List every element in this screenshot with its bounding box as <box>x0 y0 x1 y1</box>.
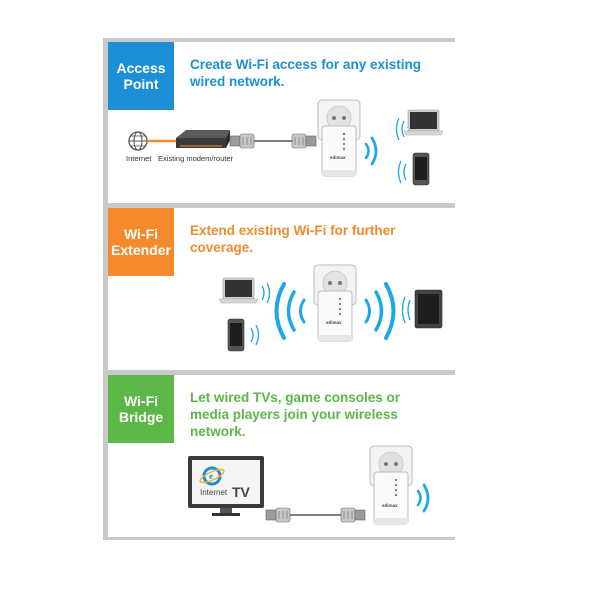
laptop-icon <box>395 109 444 141</box>
tv-label-internet: Internet <box>200 488 228 497</box>
access-point-badge: Access Point <box>108 42 174 110</box>
svg-text:e: e <box>209 471 213 481</box>
wifi-extender-headline: Extend existing Wi-Fi for further covera… <box>190 223 396 255</box>
device-brand: edimax <box>326 320 342 325</box>
ethernet-plug-icon <box>229 133 255 149</box>
modem-icon <box>176 130 230 148</box>
wifi-bridge-headline: Let wired TVs, game consoles or media pl… <box>190 390 401 439</box>
access-point-headline: Create Wi-Fi access for any existing wir… <box>190 57 421 89</box>
smartphone-icon <box>397 152 430 186</box>
wifi-bridge-panel: Wi-Fi Bridge Let wired TVs, game console… <box>108 375 458 537</box>
wifi-bridge-badge: Wi-Fi Bridge <box>108 375 174 443</box>
wifi-extender-icon <box>369 445 413 525</box>
wifi-signal-icon <box>364 136 378 166</box>
laptop-icon <box>218 277 271 304</box>
wifi-extender-icon <box>317 99 361 177</box>
access-point-illustration: edimax <box>128 99 444 186</box>
tv-label-tv: TV <box>232 484 251 500</box>
wifi-extender-badge: Wi-Fi Extender <box>108 208 174 276</box>
globe-icon <box>128 131 148 151</box>
wifi-bridge-illustration: e Internet TV <box>188 445 430 525</box>
wifi-signal-icon <box>364 282 396 340</box>
device-brand: edimax <box>330 155 346 160</box>
ethernet-plug-icon <box>340 507 366 523</box>
tablet-icon <box>401 289 443 329</box>
internet-label: Internet <box>126 154 152 163</box>
smartphone-icon <box>227 318 260 352</box>
modem-label: Existing modem/router <box>158 154 234 163</box>
wifi-extender-panel: Wi-Fi Extender Extend existing Wi-Fi for… <box>108 208 458 370</box>
access-point-panel: Access Point Create Wi-Fi access for any… <box>108 42 458 203</box>
internet-tv-icon: e <box>188 456 264 516</box>
wifi-signal-icon <box>274 282 306 340</box>
wifi-extender-illustration: edimax <box>218 264 443 352</box>
wifi-extender-icon <box>313 264 357 342</box>
wifi-signal-icon <box>416 483 430 513</box>
ethernet-plug-icon <box>291 133 317 149</box>
ethernet-plug-icon <box>265 507 291 523</box>
device-brand: edimax <box>382 503 398 508</box>
